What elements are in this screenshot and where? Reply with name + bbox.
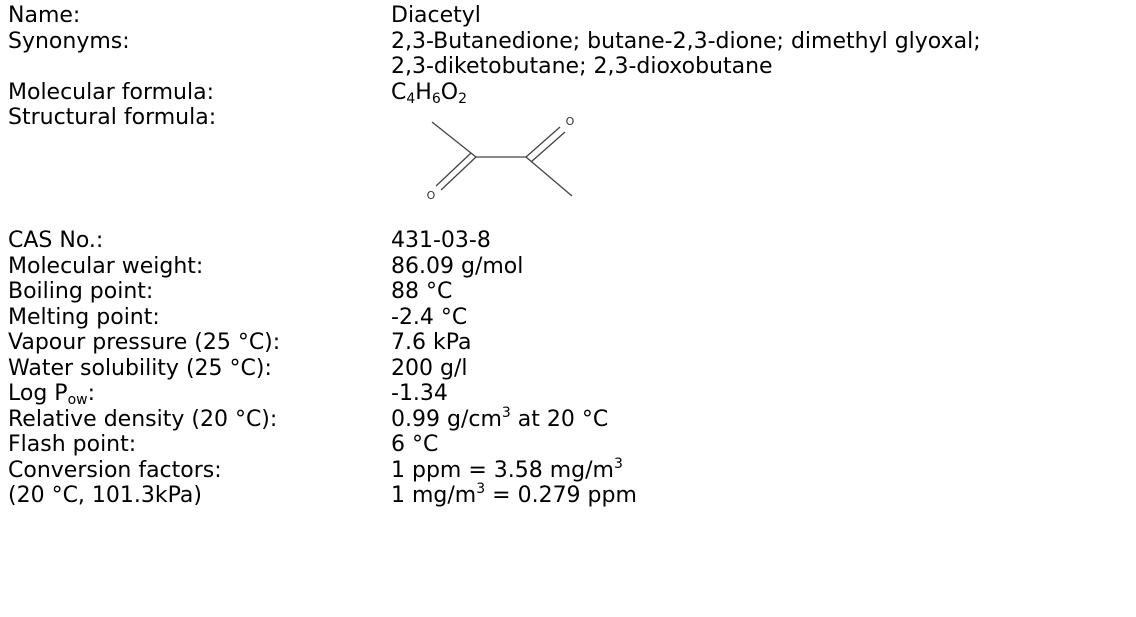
conversion-ppm-superscript: 3 (614, 455, 623, 472)
density-value-main: 0.99 g/cm (391, 406, 502, 432)
formula-oxygen-count: 2 (458, 90, 468, 107)
conversion-mg-main: 1 mg/m (391, 483, 477, 508)
row-molecular-formula: Molecular formula: C4H6O2 (8, 80, 1128, 106)
row-conversion-conditions: (20 °C, 101.3kPa) 1 mg/m3 = 0.279 ppm (8, 481, 1128, 509)
conversion-conditions-label: (20 °C, 101.3kPa) (8, 483, 202, 508)
flash-point-label: Flash point: (8, 432, 137, 457)
water-solubility-label: Water solubility (25 °C): (8, 355, 272, 381)
vapour-pressure-label: Vapour pressure (25 °C): (8, 330, 281, 355)
bond-left-carbonyl-b (435, 152, 472, 187)
water-solubility-value: 200 g/l (391, 355, 468, 381)
formula-carbon: C (391, 79, 407, 105)
boiling-point-value: 88 °C (391, 279, 453, 304)
formula-oxygen: O (440, 79, 459, 105)
row-conversion-factors: Conversion factors: 1 ppm = 3.58 mg/m3 (8, 455, 1128, 484)
row-log-pow: Log Pow: -1.34 (8, 381, 1128, 407)
row-name: Name: Diacetyl (8, 3, 1128, 29)
oxygen-atom-bottom: O (427, 189, 436, 202)
row-relative-density: Relative density (20 °C): 0.99 g/cm3 at … (8, 404, 1128, 433)
cas-label: CAS No.: (8, 228, 104, 253)
log-pow-label-main: Log P (8, 381, 68, 406)
row-cas: CAS No.: 431-03-8 (8, 228, 1128, 254)
structural-formula-value: O O (391, 105, 1128, 228)
molecular-formula-label: Molecular formula: (8, 79, 215, 105)
formula-carbon-count: 4 (406, 90, 416, 107)
formula-hydrogen: H (415, 79, 432, 105)
structural-formula-label: Structural formula: (8, 105, 217, 130)
row-vapour-pressure: Vapour pressure (25 °C): 7.6 kPa (8, 330, 1128, 356)
substance-properties-sheet: Name: Diacetyl Synonyms: 2,3-Butanedione… (8, 3, 1128, 509)
log-pow-value: -1.34 (391, 381, 448, 406)
vapour-pressure-value: 7.6 kPa (391, 330, 472, 355)
molecular-formula-value: C4H6O2 (391, 80, 1128, 106)
log-pow-label-colon: : (87, 381, 95, 406)
conversion-mg-end: = 0.279 ppm (485, 483, 637, 508)
row-synonyms: Synonyms: 2,3-Butanedione; butane-2,3-di… (8, 29, 1128, 80)
melting-point-label: Melting point: (8, 304, 160, 330)
diacetyl-structure-diagram: O O (427, 115, 575, 202)
bond-right-carbonyl-b (530, 131, 566, 163)
row-molecular-weight: Molecular weight: 86.09 g/mol (8, 254, 1128, 280)
row-water-solubility: Water solubility (25 °C): 200 g/l (8, 356, 1128, 382)
formula-hydrogen-count: 6 (431, 90, 441, 107)
conversion-factor-ppm: 1 ppm = 3.58 mg/m3 (391, 455, 1128, 484)
conversion-factors-label: Conversion factors: (8, 457, 222, 483)
bond-left-carbonyl-a (440, 156, 477, 191)
density-value-superscript: 3 (501, 404, 511, 421)
bond-right-carbonyl-a (525, 126, 561, 158)
conversion-factor-mg: 1 mg/m3 = 0.279 ppm (391, 481, 1128, 509)
synonyms-label: Synonyms: (8, 28, 130, 54)
synonyms-value: 2,3-Butanedione; butane-2,3-dione; dimet… (391, 29, 1128, 80)
log-pow-label-subscript: ow (67, 392, 88, 408)
row-flash-point: Flash point: 6 °C (8, 432, 1128, 458)
row-boiling-point: Boiling point: 88 °C (8, 279, 1128, 305)
bond-methyl-right (525, 156, 573, 197)
bond-methyl-left (431, 121, 477, 158)
density-value-end: at 20 °C (510, 406, 609, 432)
row-structural-formula: Structural formula: O O (8, 105, 1128, 228)
oxygen-atom-top: O (566, 115, 575, 128)
relative-density-value: 0.99 g/cm3 at 20 °C (391, 404, 1128, 433)
relative-density-label: Relative density (20 °C): (8, 406, 278, 432)
conversion-ppm-main: 1 ppm = 3.58 mg/m (391, 457, 614, 483)
cas-value: 431-03-8 (391, 228, 491, 253)
molecular-weight-label: Molecular weight: (8, 253, 204, 279)
name-label: Name: (8, 3, 81, 28)
molecular-weight-value: 86.09 g/mol (391, 253, 524, 279)
boiling-point-label: Boiling point: (8, 279, 154, 304)
row-melting-point: Melting point: -2.4 °C (8, 305, 1128, 331)
synonyms-line-2: 2,3-diketobutane; 2,3-dioxobutane (391, 54, 773, 79)
melting-point-value: -2.4 °C (391, 304, 468, 330)
flash-point-value: 6 °C (391, 432, 439, 457)
synonyms-line-1: 2,3-Butanedione; butane-2,3-dione; dimet… (391, 28, 981, 54)
name-value: Diacetyl (391, 3, 481, 28)
log-pow-label: Log Pow: (8, 381, 391, 407)
conversion-mg-superscript: 3 (476, 481, 486, 497)
